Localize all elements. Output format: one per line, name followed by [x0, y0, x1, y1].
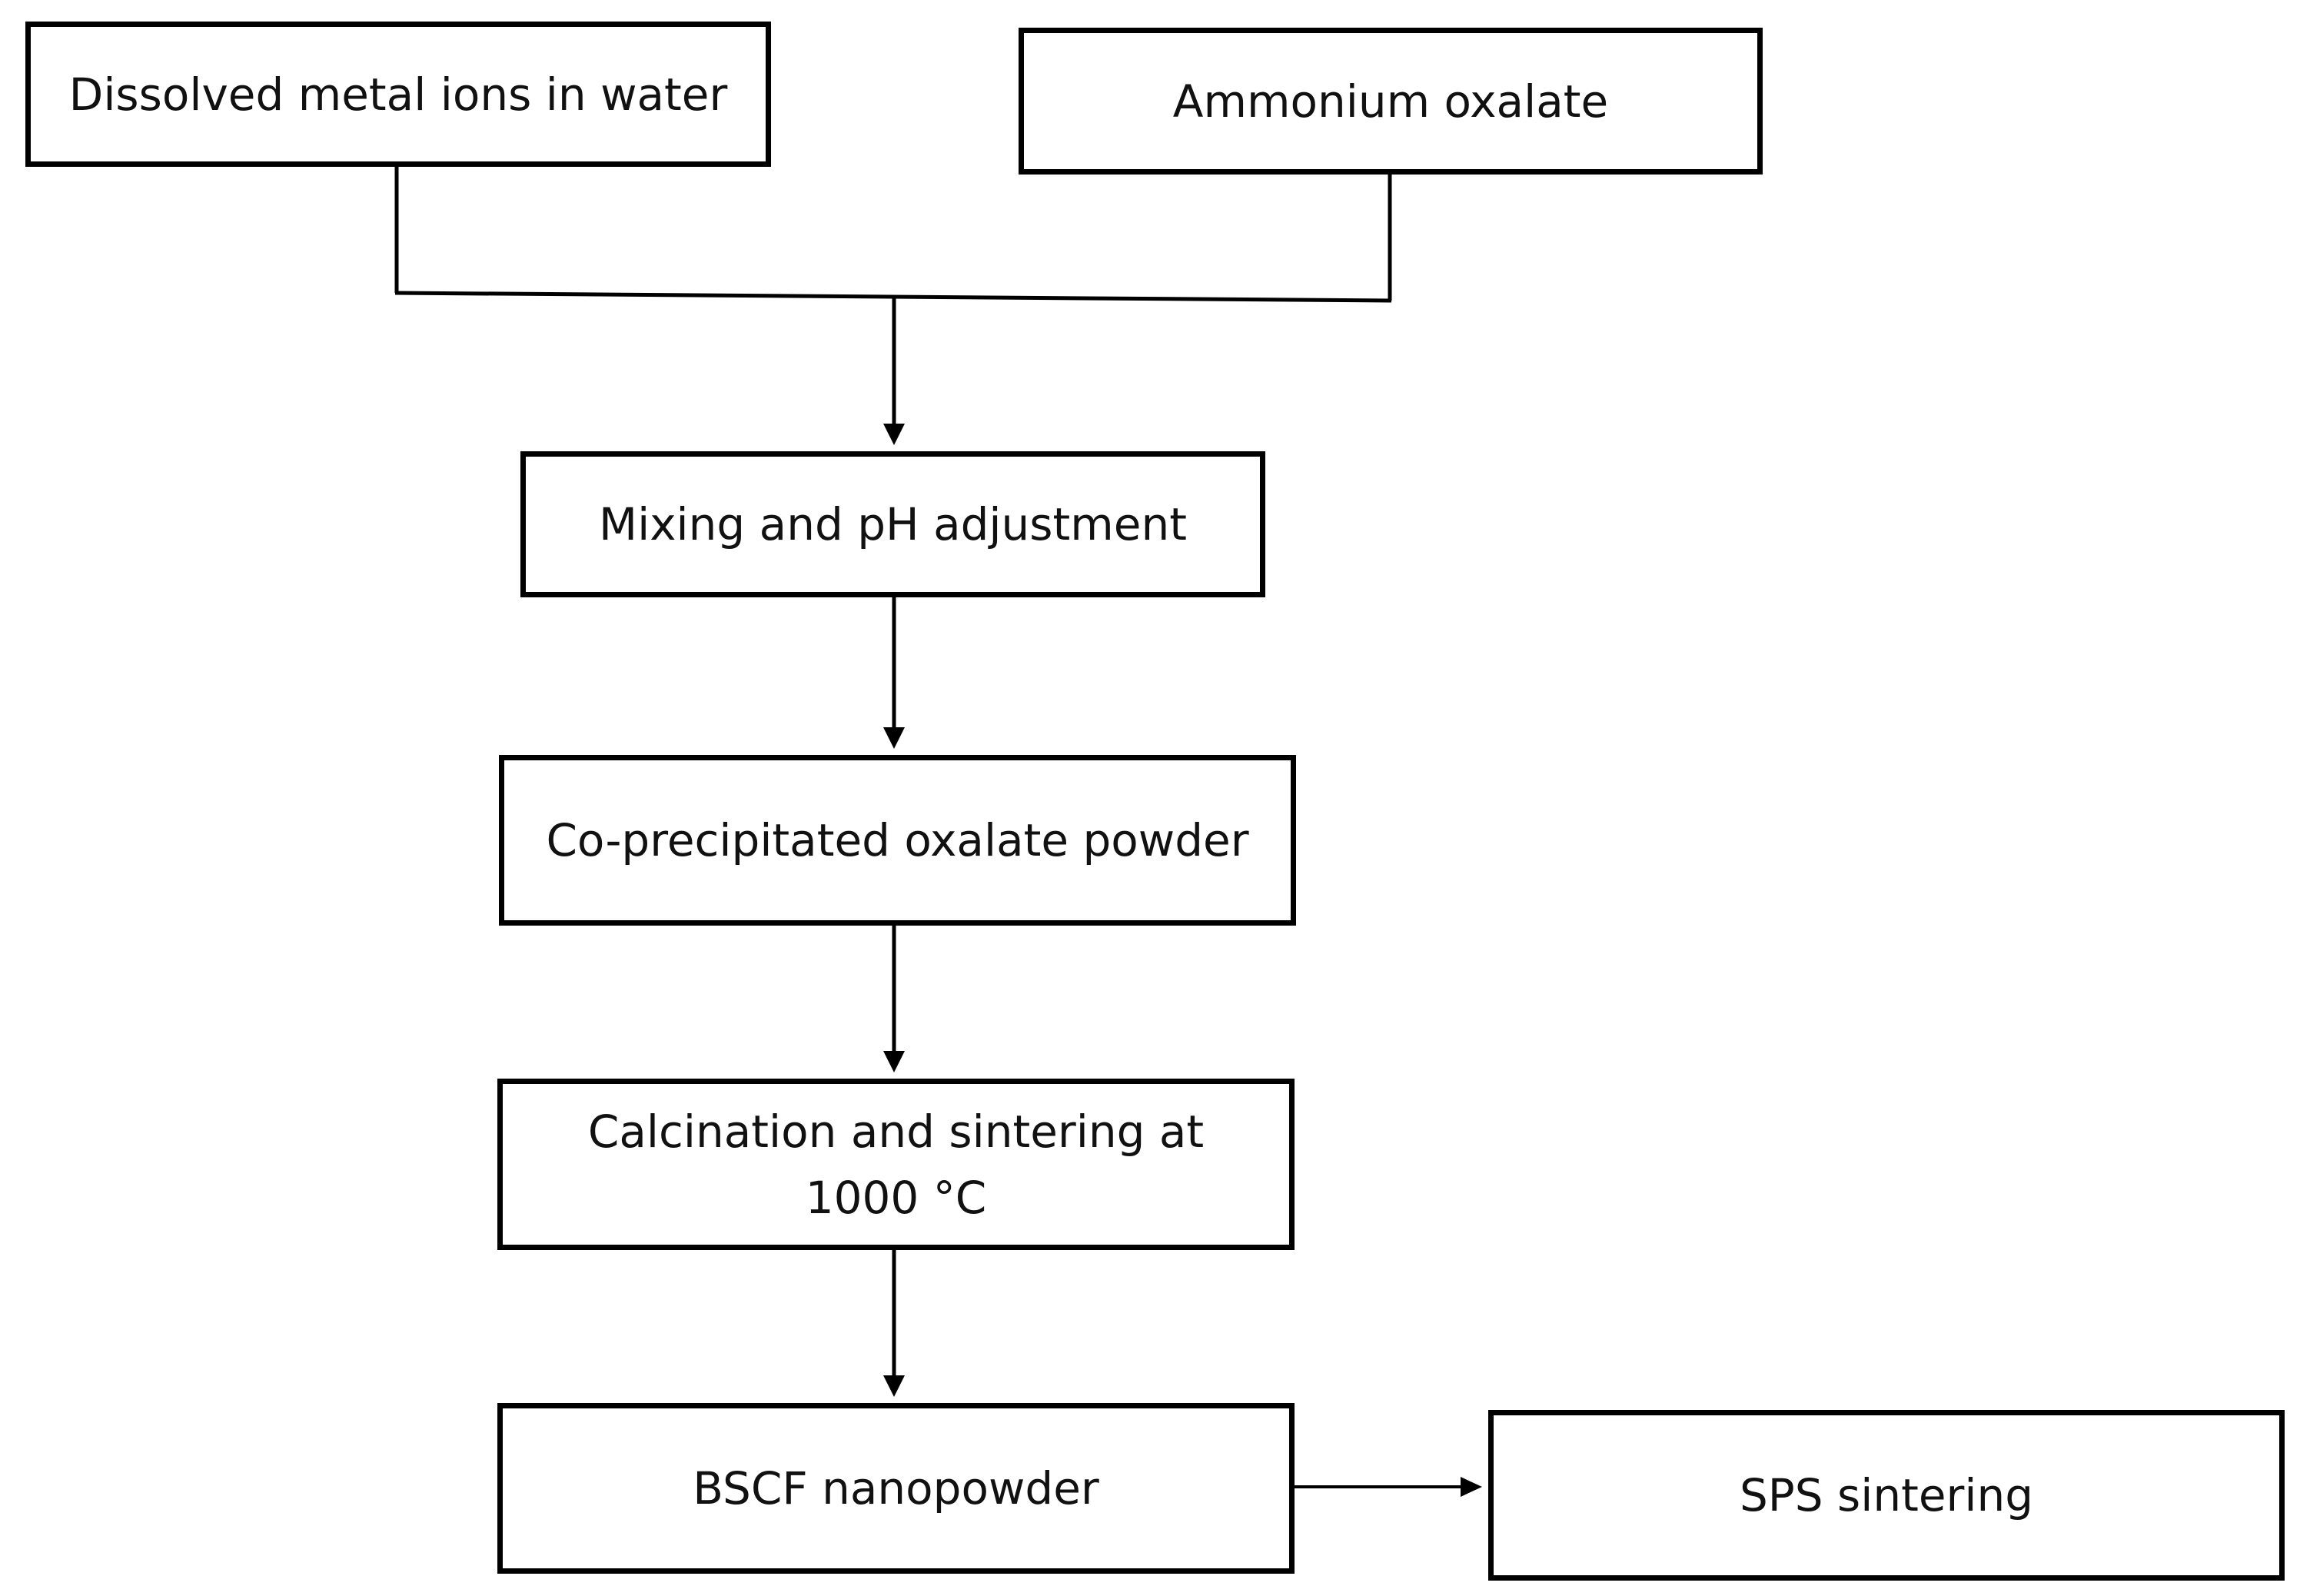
arrow-calcination-to-bscf-head — [883, 1375, 905, 1397]
node-dissolved-metal-ions: Dissolved metal ions in water — [25, 22, 771, 167]
node-sps-sintering: SPS sintering — [1488, 1410, 2285, 1581]
arrow-bscf-to-sps-head — [1461, 1477, 1482, 1497]
arrow-coprecip-to-calcination-head — [883, 1051, 905, 1072]
node-dissolved-metal-ions-label: Dissolved metal ions in water — [68, 68, 728, 121]
node-calcination-sintering: Calcination and sintering at 1000 °C — [497, 1079, 1295, 1250]
node-ammonium-oxalate: Ammonium oxalate — [1019, 28, 1763, 175]
node-ammonium-oxalate-label: Ammonium oxalate — [1172, 75, 1609, 128]
node-bscf-nanopowder: BSCF nanopowder — [497, 1403, 1295, 1574]
arrow-merge-to-mixing-head — [883, 424, 905, 445]
node-calcination-sintering-label: Calcination and sintering at 1000 °C — [587, 1105, 1205, 1224]
node-bscf-nanopowder-label: BSCF nanopowder — [693, 1462, 1099, 1515]
node-sps-sintering-label: SPS sintering — [1739, 1469, 2034, 1521]
node-coprecipitated-powder-label: Co-precipitated oxalate powder — [546, 814, 1249, 866]
node-mixing-ph-adjustment-label: Mixing and pH adjustment — [599, 498, 1187, 550]
node-mixing-ph-adjustment: Mixing and pH adjustment — [520, 451, 1265, 597]
node-coprecipitated-powder: Co-precipitated oxalate powder — [499, 755, 1296, 926]
arrow-mixing-to-coprecip-head — [883, 727, 905, 749]
